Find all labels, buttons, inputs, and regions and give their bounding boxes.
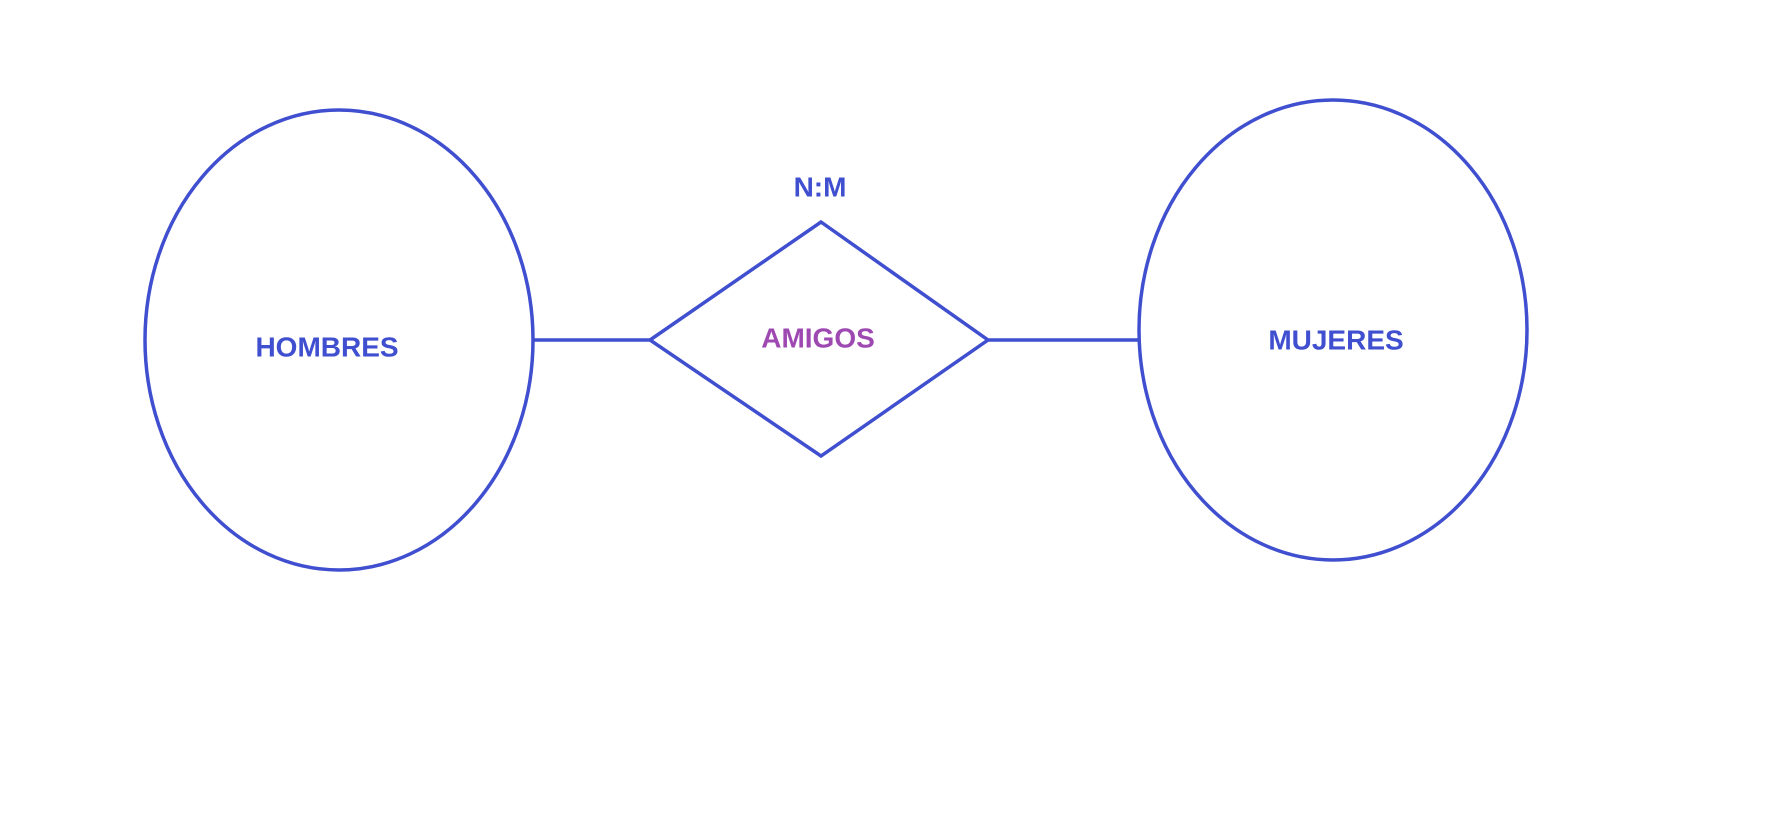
relationship-amigos-diamond: [646, 219, 992, 459]
cardinality-label: N:M: [794, 172, 847, 203]
entity-hombres-label: HOMBRES: [255, 332, 398, 363]
relationship-amigos-label: AMIGOS: [761, 323, 875, 354]
entity-mujeres-ellipse: [1137, 98, 1529, 562]
entity-mujeres-label: MUJERES: [1268, 325, 1403, 356]
entity-hombres-ellipse: [143, 108, 535, 572]
